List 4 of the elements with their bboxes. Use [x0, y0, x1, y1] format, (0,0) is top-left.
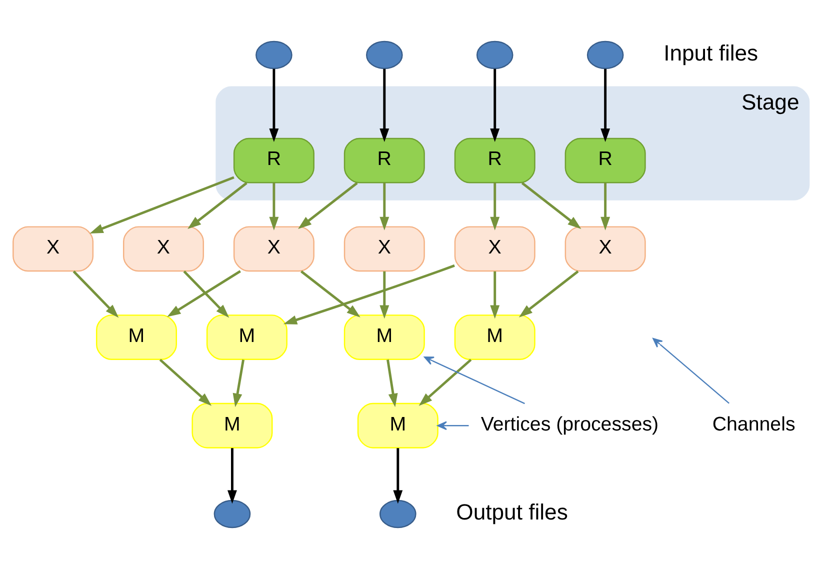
label: Input files — [664, 40, 758, 66]
node-text: Channels — [712, 413, 796, 436]
node-text: Vertices (processes) — [480, 413, 659, 436]
label: Output files — [456, 499, 568, 524]
